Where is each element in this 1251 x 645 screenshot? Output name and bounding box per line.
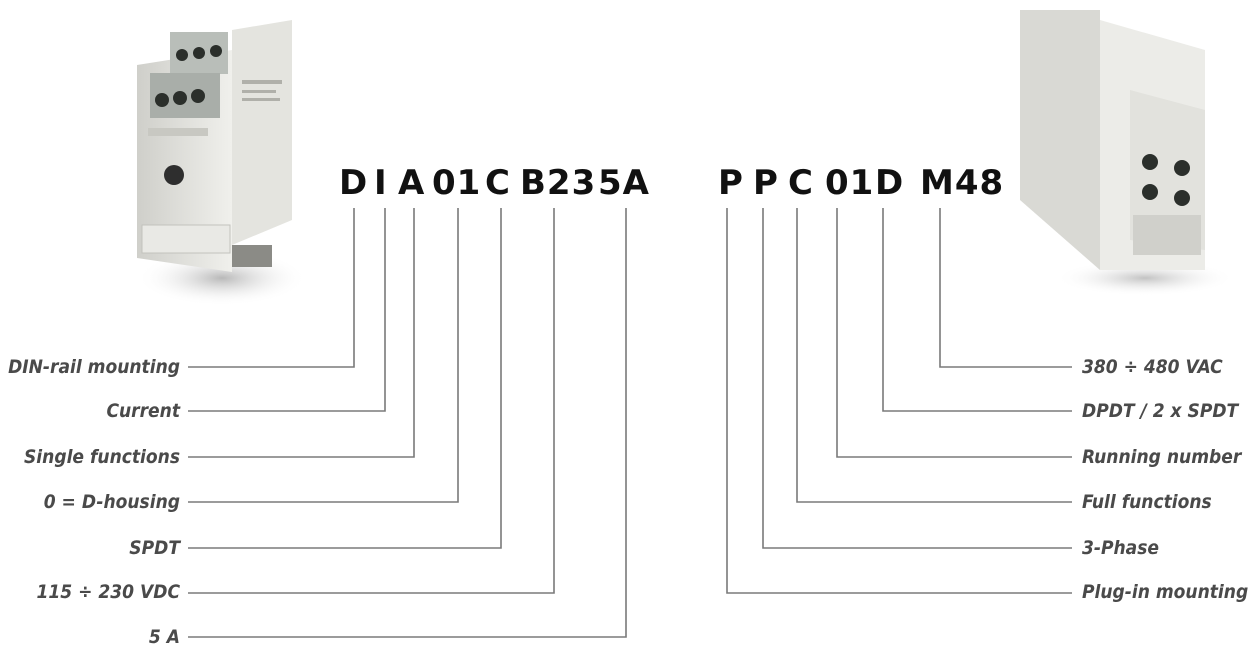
right-leader-line-2 — [836, 208, 1072, 458]
left-leader-line-3 — [188, 208, 459, 503]
right-code-01: 01 — [825, 163, 875, 203]
right-label-plug-in-mounting: Plug-in mounting — [1082, 581, 1249, 603]
right-label-running-number: Running number — [1082, 446, 1242, 468]
left-code-5A: 5A — [598, 163, 650, 203]
right-leader-line-4 — [762, 208, 1072, 549]
left-code-D: D — [339, 163, 369, 203]
left-code-I: I — [374, 163, 388, 203]
right-label-full-functions: Full functions — [1082, 491, 1212, 513]
right-label-supply-vac: 380 ÷ 480 VAC — [1082, 356, 1223, 378]
left-leader-line-2 — [188, 208, 415, 458]
right-code-C: C — [788, 163, 814, 203]
right-leader-line-5 — [726, 208, 1072, 594]
left-label-single-functions: Single functions — [24, 446, 180, 468]
right-label-dpdt: DPDT / 2 x SPDT — [1082, 400, 1239, 422]
right-leader-line-1 — [882, 208, 1072, 412]
left-code-01: 01 — [432, 163, 482, 203]
left-label-current: Current — [106, 400, 180, 422]
left-leader-line-0 — [188, 208, 355, 368]
left-code-B23: B23 — [520, 163, 597, 203]
left-code-A: A — [398, 163, 426, 203]
right-code-P1: P — [718, 163, 744, 203]
left-label-5a: 5 A — [148, 626, 180, 645]
plug-in-relay-image — [1020, 10, 1235, 296]
left-label-supply-vdc: 115 ÷ 230 VDC — [36, 581, 181, 603]
right-code-M48: M48 — [920, 163, 1005, 203]
left-leader-line-6 — [188, 208, 627, 638]
left-label-din-rail-mounting: DIN-rail mounting — [8, 356, 180, 378]
right-code-D: D — [875, 163, 905, 203]
right-label-3-phase: 3-Phase — [1082, 537, 1159, 559]
right-leader-line-0 — [939, 208, 1072, 368]
left-leader-line-4 — [188, 208, 502, 549]
left-label-d-housing: 0 = D-housing — [43, 491, 180, 513]
left-leader-line-1 — [188, 208, 386, 412]
left-label-spdt: SPDT — [129, 537, 180, 559]
left-leader-line-5 — [188, 208, 555, 594]
right-leader-line-3 — [796, 208, 1072, 503]
din-rail-relay-image — [137, 20, 307, 306]
left-code-C: C — [485, 163, 511, 203]
right-code-P2: P — [753, 163, 779, 203]
